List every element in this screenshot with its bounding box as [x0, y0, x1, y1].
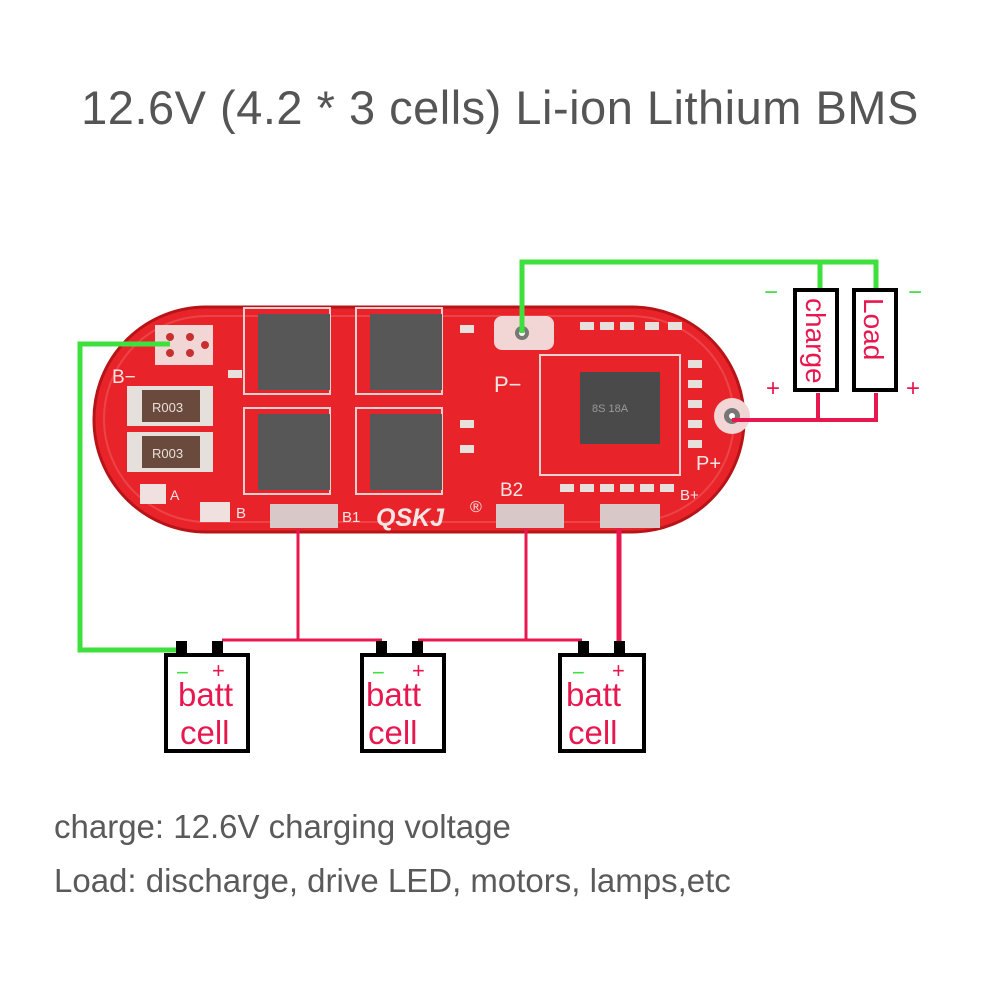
registered-mark: ®: [470, 499, 482, 516]
wire-cell-series: [222, 528, 582, 642]
mosfet: [243, 307, 331, 395]
label-b: B: [236, 505, 246, 522]
label-p-plus: P+: [696, 453, 721, 475]
cell-minus-sign: −: [176, 660, 189, 685]
wire-negative-output: [519, 259, 879, 333]
note-load: Load: discharge, drive LED, motors, lamp…: [54, 862, 731, 899]
sense-resistor: R003: [127, 386, 213, 426]
cell-label-line2: cell: [568, 714, 618, 751]
label-p-minus: P−: [494, 372, 522, 397]
battery-cell: − + batt cell: [164, 641, 250, 753]
cell-minus-sign: −: [372, 660, 385, 685]
pad-a: [140, 484, 166, 504]
wire-negative-battery: [77, 341, 182, 653]
charge-plus-sign: +: [766, 375, 780, 402]
cell-label-line1: batt: [566, 676, 621, 713]
battery-cell: − + batt cell: [558, 641, 646, 753]
charge-minus-sign: −: [764, 279, 778, 306]
brand-logo: QSKJ: [376, 504, 445, 532]
charge-label: charge: [800, 298, 831, 384]
label-a: A: [170, 487, 180, 503]
b-minus-pad: [155, 325, 213, 365]
cell-label-line2: cell: [180, 714, 230, 751]
resistor-label-1: R003: [152, 400, 183, 415]
load-plus-sign: +: [906, 375, 920, 402]
pad-b2: [496, 504, 564, 528]
pad-b: [200, 502, 230, 522]
cell-minus-sign: −: [572, 660, 585, 685]
cell-plus-sign: +: [612, 658, 625, 683]
label-b-minus: B−: [112, 367, 136, 388]
mosfet: [355, 307, 443, 395]
label-b2: B2: [500, 480, 523, 501]
p-plus-pad: [714, 398, 750, 434]
mosfet: [243, 407, 331, 495]
load-minus-sign: −: [908, 279, 922, 306]
pad-b-plus: [600, 504, 660, 528]
ic-label: 8S 18A: [592, 403, 629, 415]
pad-b1: [270, 504, 338, 528]
bms-pcb-board: B− R003 R003 A B: [92, 305, 750, 534]
wire-positive-output: [732, 393, 878, 422]
note-charge: charge: 12.6V charging voltage: [54, 808, 511, 845]
label-b-plus: B+: [680, 487, 699, 504]
load-label: Load: [858, 298, 889, 360]
mosfet: [355, 407, 443, 495]
cell-label-line1: batt: [366, 676, 421, 713]
load-box: Load: [852, 288, 898, 392]
cell-label-line1: batt: [178, 676, 233, 713]
smd-components: [228, 322, 702, 492]
cell-label-line2: cell: [368, 714, 418, 751]
protection-ic: 8S 18A: [539, 354, 681, 476]
cell-plus-sign: +: [412, 658, 425, 683]
charge-box: charge: [793, 288, 839, 392]
resistor-label-2: R003: [152, 446, 183, 461]
sense-resistor: R003: [127, 432, 213, 472]
battery-cell: − + batt cell: [360, 641, 446, 753]
cell-plus-sign: +: [212, 658, 225, 683]
label-b1: B1: [342, 509, 360, 526]
page-title: 12.6V (4.2 * 3 cells) Li-ion Lithium BMS: [81, 81, 919, 134]
